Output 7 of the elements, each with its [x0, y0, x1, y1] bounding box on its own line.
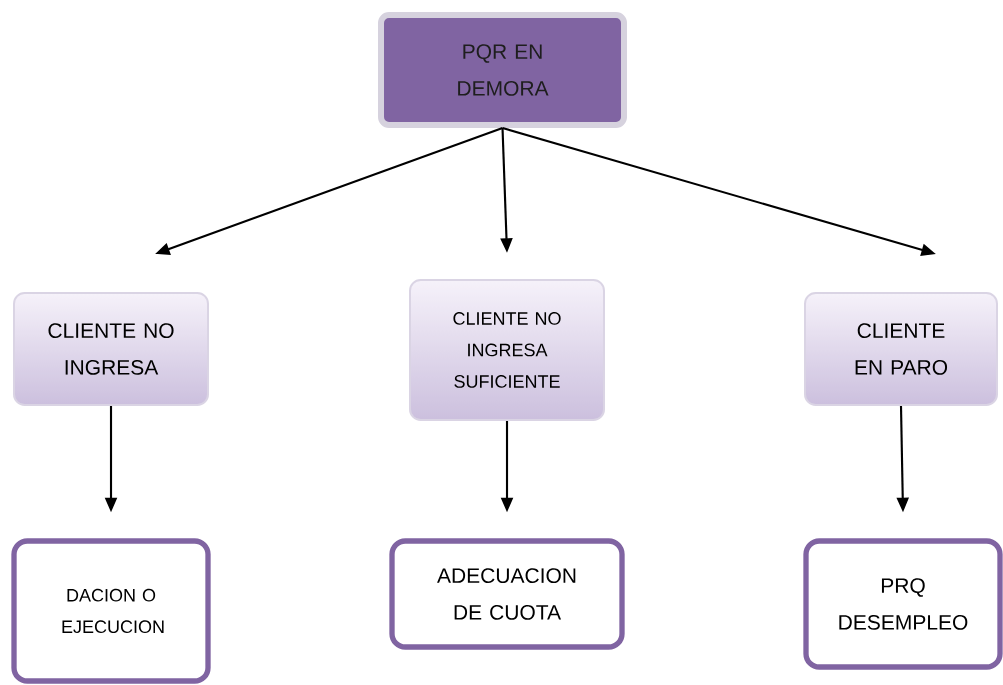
outcome-box: ADECUACION DE CUOTA — [389, 538, 625, 650]
category-box: CLIENTE NO INGRESA SUFICIENTE — [409, 279, 605, 421]
category-box: CLIENTE EN PARO — [804, 292, 998, 406]
outcome-box: DACION O EJECUCION — [11, 538, 211, 684]
category-box: CLIENTE NO INGRESA — [13, 292, 209, 406]
outcome-box: PRQ DESEMPLEO — [803, 538, 1003, 670]
title-box: PQR EN DEMORA — [378, 12, 627, 128]
